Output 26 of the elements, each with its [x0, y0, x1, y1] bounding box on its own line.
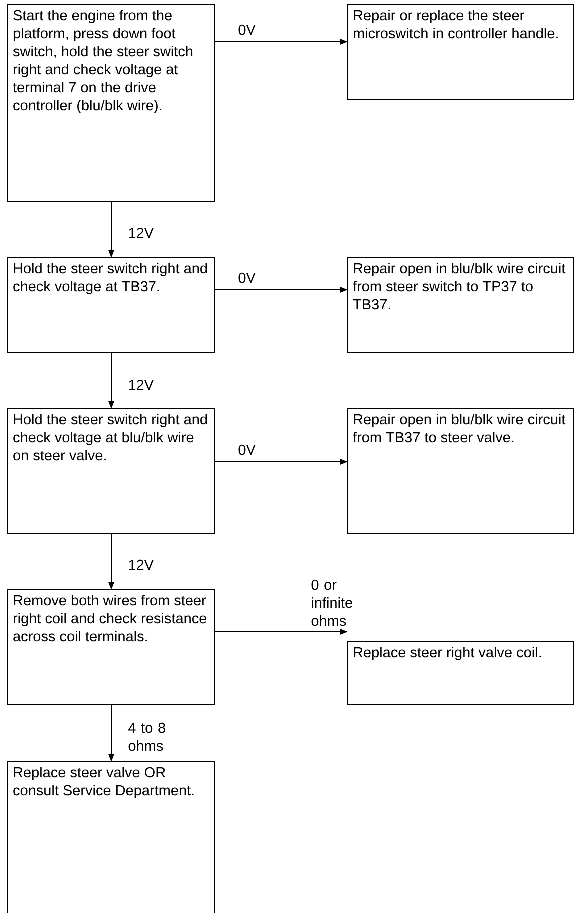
- step-text: Hold the steer switch right and check voltage at blu/blk wire on steer valve.: [14, 414, 208, 461]
- process-box: [8, 408, 216, 534]
- step-text: Repair open in blu/blk wire circuit from steer switch to TP37 to TB37.: [353, 263, 566, 310]
- action-box: [8, 762, 216, 913]
- edge-label: 0V: [238, 24, 256, 36]
- step-text: Replace steer right valve coil.: [354, 647, 542, 661]
- edge-label: 12V: [129, 228, 154, 238]
- edge-label: 0V: [238, 444, 256, 456]
- step-text: Replace steer valve OR consult Service Department.: [14, 767, 194, 799]
- step-text: Repair open in blu/blk wire circuit from TB37 to steer valve.: [353, 414, 566, 443]
- action-box: [348, 642, 574, 706]
- action-box: [348, 408, 574, 534]
- process-box: [8, 258, 216, 354]
- process-box: [8, 4, 216, 202]
- action-box: [348, 258, 574, 354]
- edge-label: 4 to 8 ohms: [128, 722, 166, 752]
- step-text: Hold the steer switch right and check voltage at TB37.: [14, 263, 208, 295]
- edge-label: 12V: [129, 560, 154, 570]
- edge-label: 0V: [238, 272, 256, 284]
- edge-label: 12V: [129, 380, 154, 390]
- edge-label: 0 or infinite ohms: [312, 580, 352, 626]
- step-text: Repair or replace the steer microswitch in controller handle.: [354, 10, 558, 39]
- action-box: [348, 4, 574, 100]
- process-box: [8, 590, 216, 706]
- step-text: Remove both wires from steer right coil and check resistance across coil terminals.: [14, 595, 207, 642]
- step-text: Start the engine from the platform, press down foot switch, hold the steer switch right and check voltage at terminal 7 on the drive controller (blu/blk wire).: [13, 10, 193, 114]
